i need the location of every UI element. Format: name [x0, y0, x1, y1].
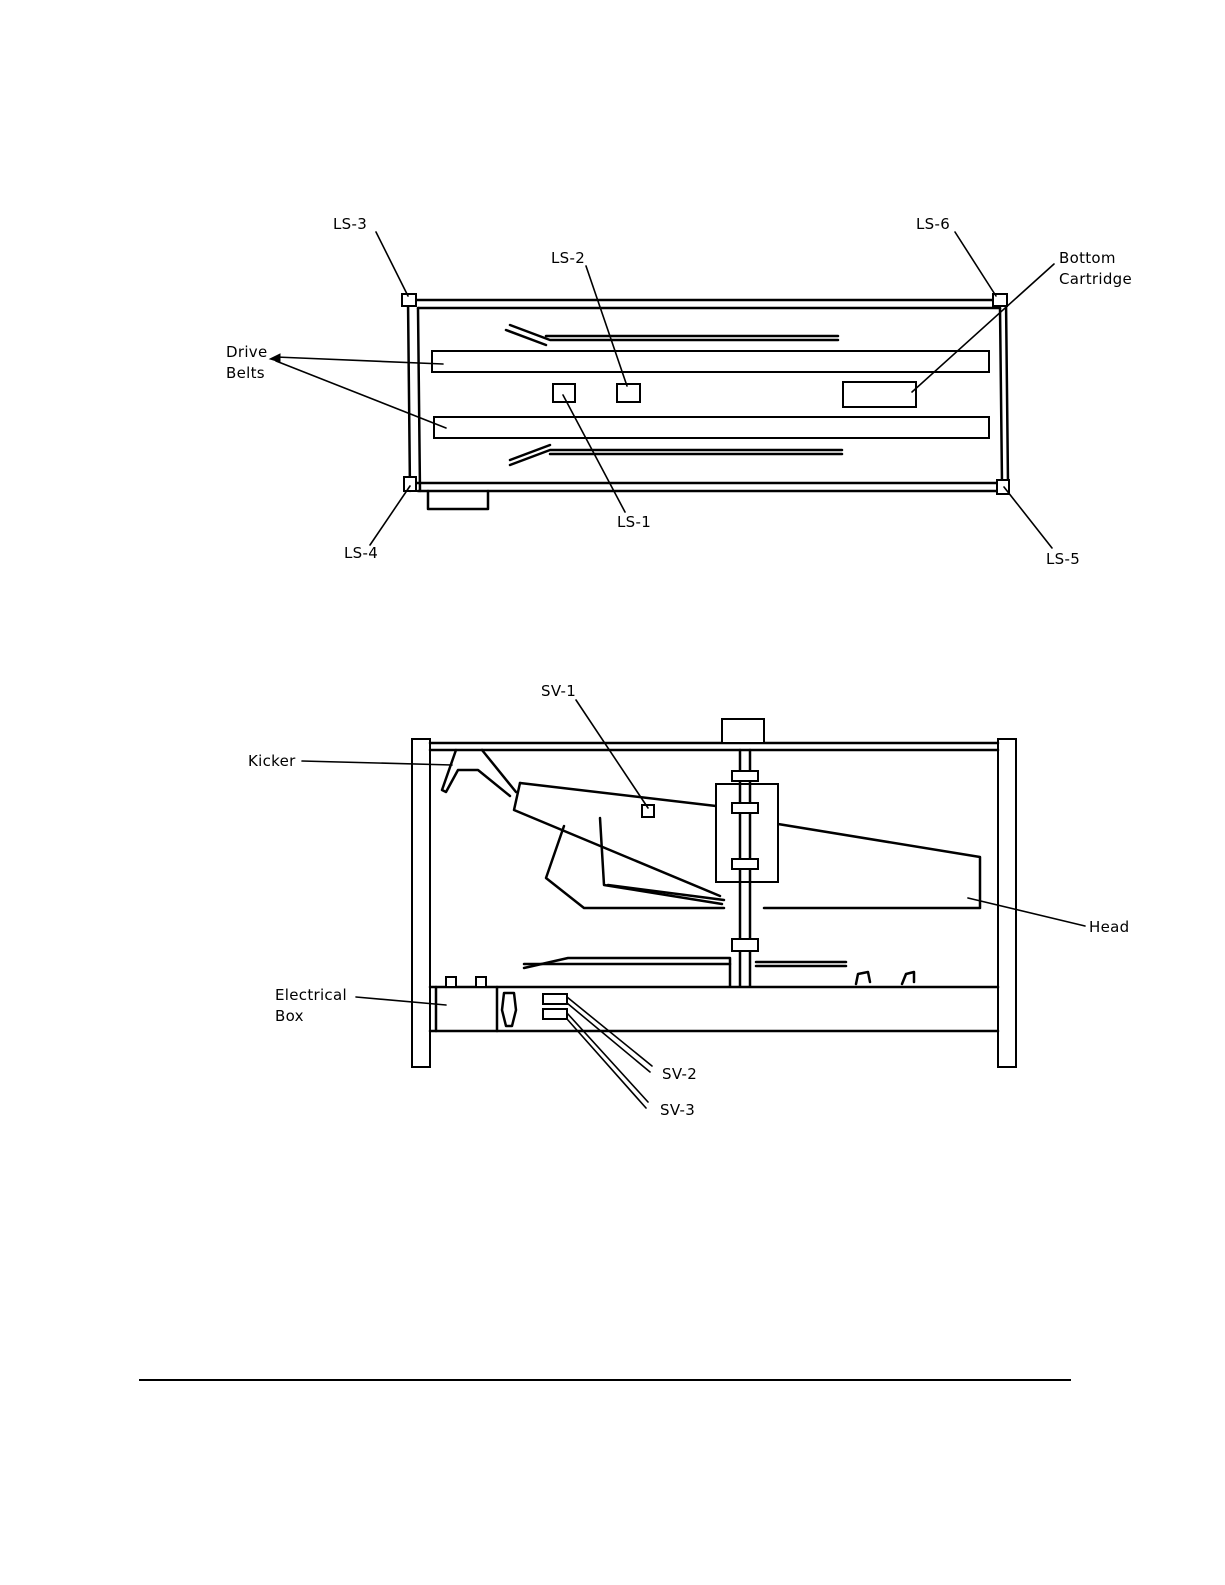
bottom-cartridge [843, 382, 916, 407]
guide-rail-upper [510, 325, 838, 340]
drive-belts-label-line2: Belts [226, 364, 265, 382]
bottom-cartridge-label-line2: Cartridge [1059, 270, 1132, 288]
left-post [412, 739, 430, 1067]
ls1-switch [553, 384, 575, 402]
tray-left [524, 958, 730, 986]
ls4-label: LS-4 [344, 544, 378, 562]
motor-box [428, 491, 488, 509]
bottom-cartridge-label-line1: Bottom [1059, 249, 1116, 267]
head-label: Head [1089, 918, 1129, 936]
ls3-leader [376, 232, 408, 296]
sv1-label: SV-1 [541, 682, 576, 700]
electrical-box-leader [356, 997, 446, 1005]
top-frame [406, 300, 1008, 491]
head-leader [968, 898, 1085, 926]
sv3-label: SV-3 [660, 1101, 695, 1119]
shaft-collar-4 [732, 939, 758, 951]
shaft-collar-2 [732, 803, 758, 813]
knob-1 [446, 977, 456, 987]
drive-belts-label-line1: Drive [226, 343, 268, 361]
sv3-valve [543, 1009, 567, 1019]
right-post [998, 739, 1016, 1067]
ls4-switch [404, 477, 416, 491]
sv2-valve [543, 994, 567, 1004]
guide-rail-lower [510, 450, 842, 465]
ls4-leader [370, 486, 410, 545]
frame-right-inner [1000, 308, 1002, 483]
electrical-box-label-line1: Electrical [275, 986, 347, 1004]
frame-right-outer [1006, 300, 1008, 483]
drive-belt-lower [434, 417, 989, 438]
drive-belt-leader-lower [276, 361, 446, 428]
ls2-label: LS-2 [551, 249, 585, 267]
electrical-box-label-line2: Box [275, 1007, 304, 1025]
shaft-collar-1 [732, 771, 758, 781]
drive-belt-upper [432, 351, 989, 372]
vertical-motor [722, 719, 764, 743]
ls5-leader [1004, 487, 1052, 548]
ls6-label: LS-6 [916, 215, 950, 233]
shaft-collar-3 [732, 859, 758, 869]
ls3-switch [402, 294, 416, 306]
ls3-label: LS-3 [333, 215, 367, 233]
sv2-label: SV-2 [662, 1065, 697, 1083]
knob-2 [476, 977, 486, 987]
head-top-left [520, 783, 716, 806]
ls1-label: LS-1 [617, 513, 651, 531]
top-view-diagram: LS-3 LS-2 LS-6 Bottom Cartridge Drive Be… [226, 215, 1132, 568]
connector [502, 993, 516, 1026]
kicker-label: Kicker [248, 752, 296, 770]
side-view-diagram: SV-1 Kicker Head Electrical Box SV-2 SV-… [248, 682, 1129, 1119]
drive-belt-arrowhead [270, 354, 280, 362]
ls2-switch [617, 384, 640, 402]
ls6-leader [955, 232, 996, 296]
inner-bracket-edge [608, 885, 724, 900]
frame-left-inner [418, 308, 420, 491]
frame-left-outer [408, 300, 410, 491]
fitting-1 [856, 972, 870, 984]
ls5-label: LS-5 [1046, 550, 1080, 568]
head-left-end [514, 783, 720, 896]
fitting-2 [902, 972, 914, 984]
head-top-right [778, 824, 980, 907]
